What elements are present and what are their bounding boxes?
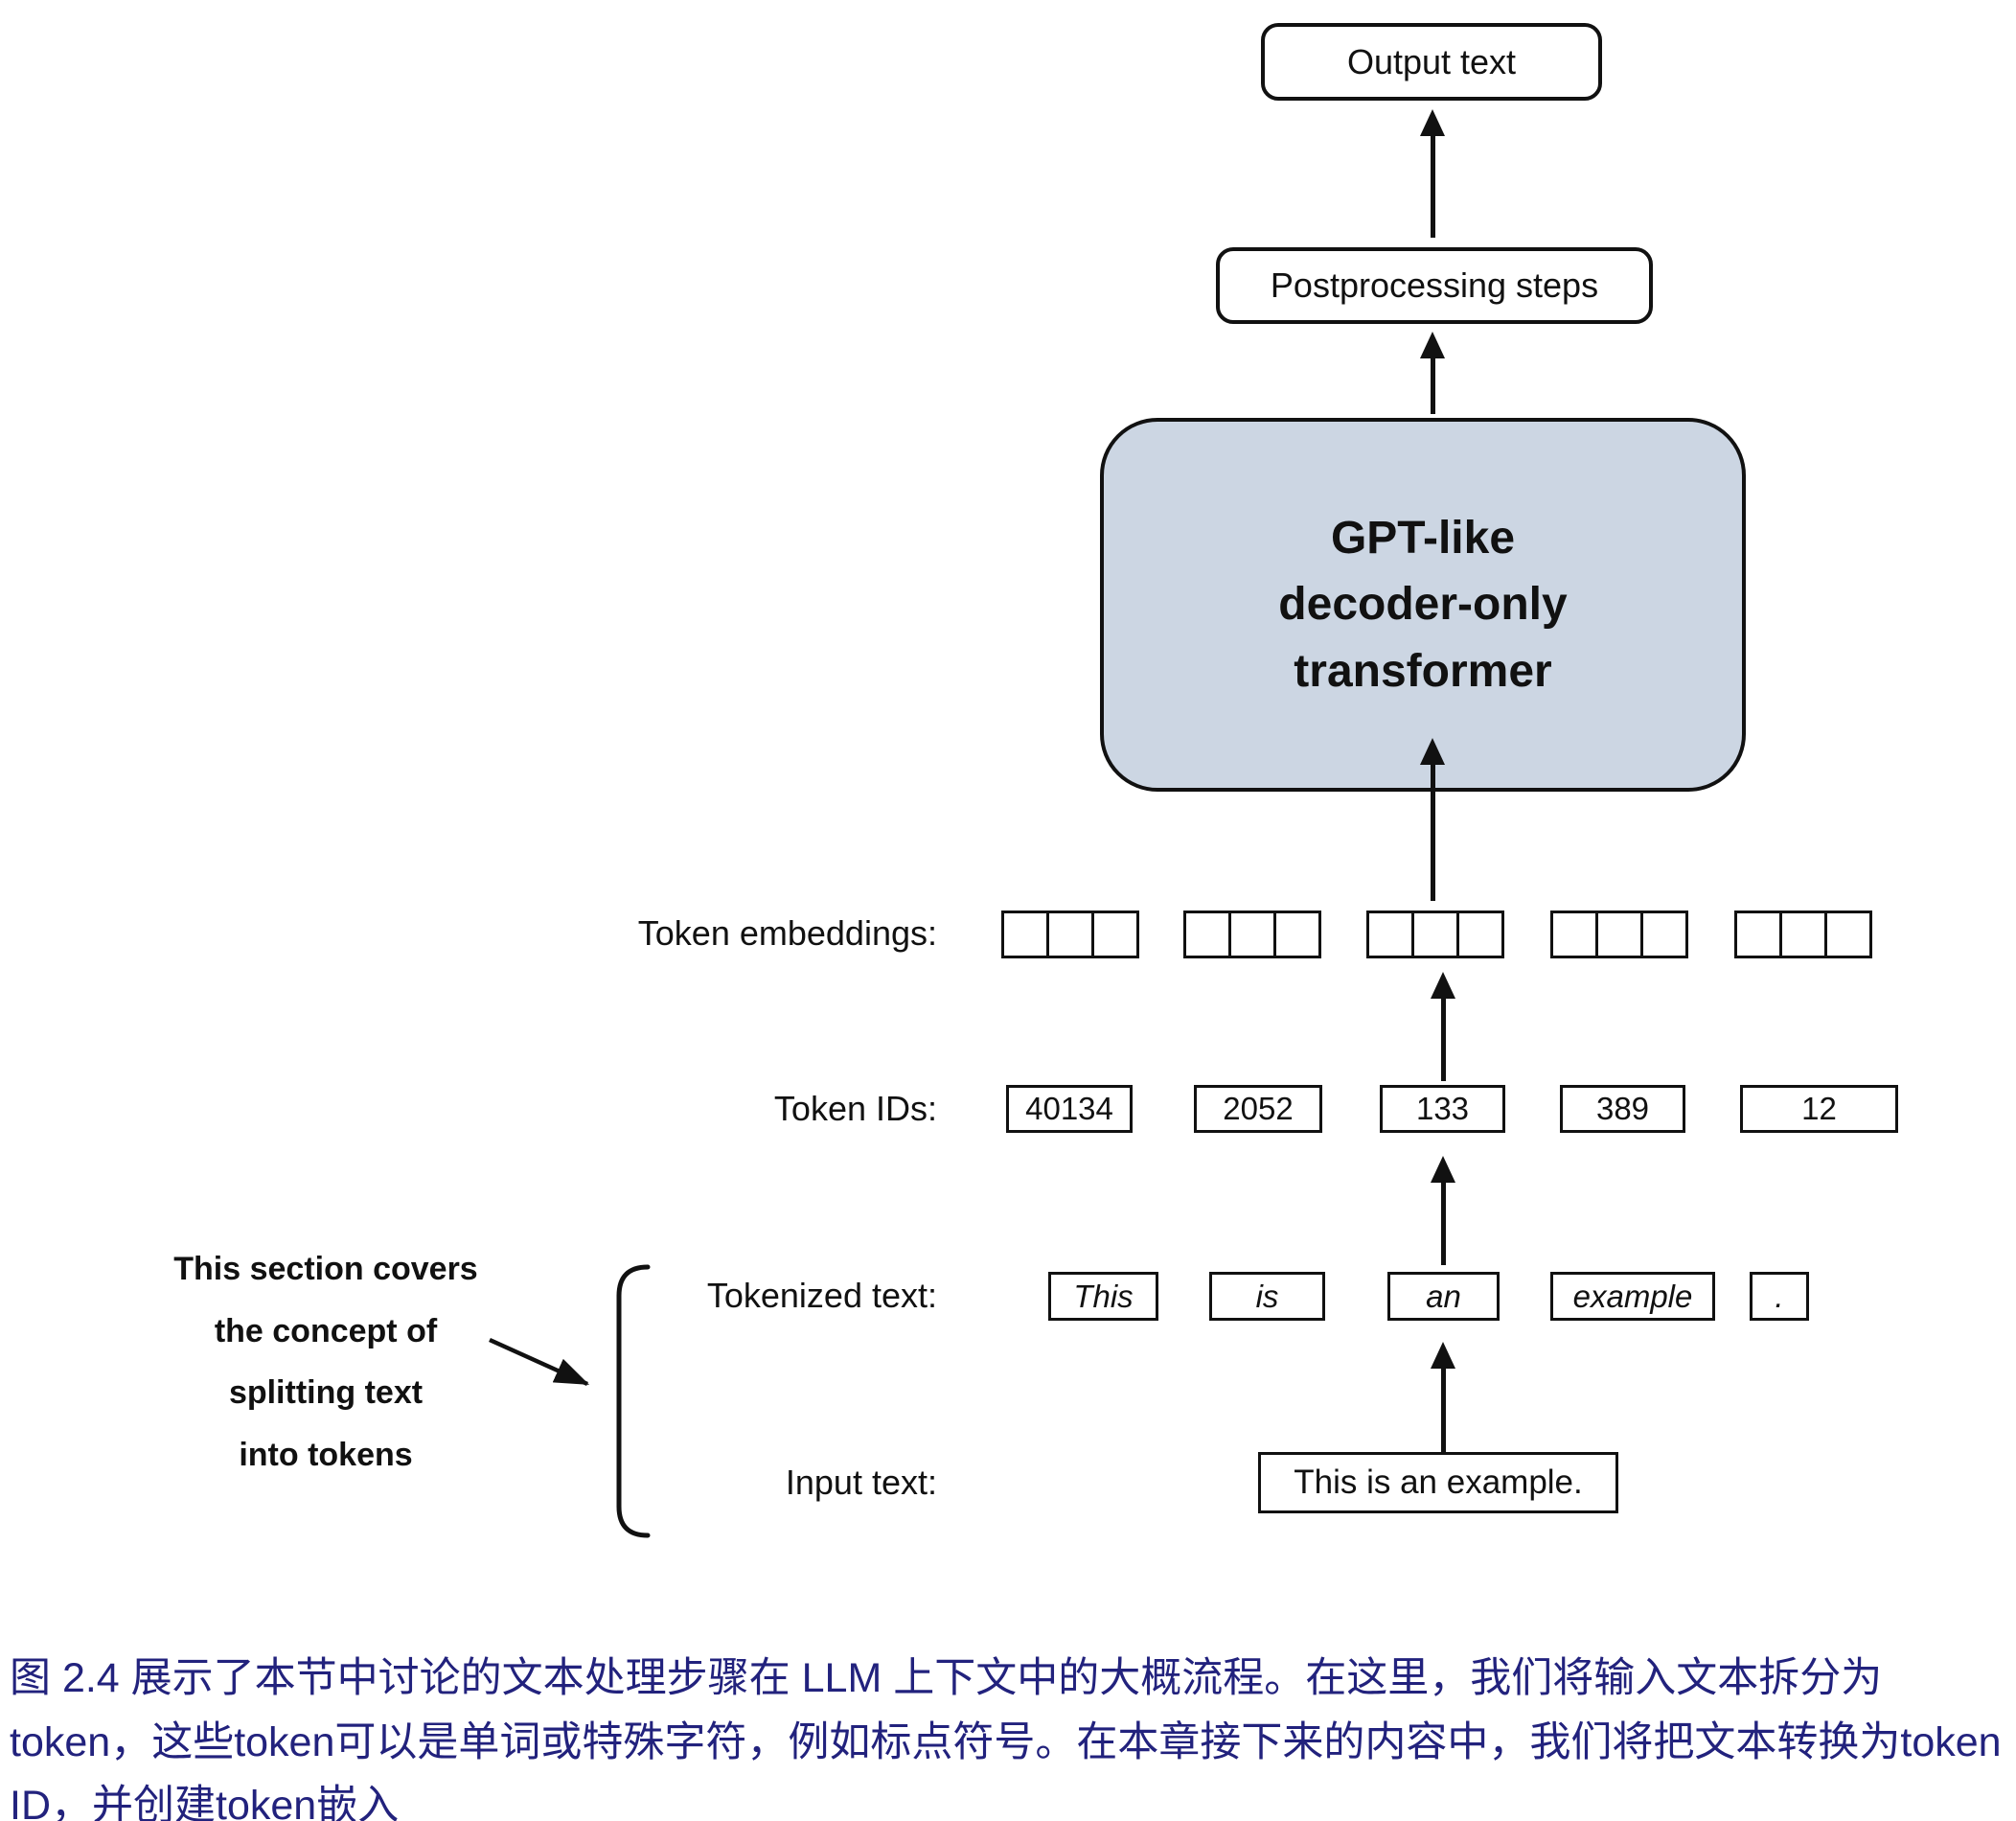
embedding-square	[1779, 910, 1827, 958]
postprocessing-label: Postprocessing steps	[1270, 265, 1599, 305]
annotation-text: This section covers the concept of split…	[115, 1238, 537, 1486]
token-id-box: 133	[1380, 1085, 1505, 1133]
embedding-square	[1366, 910, 1414, 958]
token-embeddings-label: Token embeddings:	[637, 913, 937, 953]
token-box: example	[1550, 1272, 1715, 1321]
transformer-line: GPT-like	[1330, 512, 1516, 564]
arrow-up-icon	[1419, 109, 1446, 238]
embedding-group	[1734, 910, 1872, 958]
embedding-square	[1001, 910, 1049, 958]
token-id-box: 2052	[1194, 1085, 1322, 1133]
output-text-label: Output text	[1346, 41, 1517, 81]
annotation-line: splitting text	[228, 1374, 424, 1412]
embedding-square	[1091, 910, 1139, 958]
token-box: .	[1750, 1272, 1809, 1321]
embedding-square	[1411, 910, 1459, 958]
arrow-shaft	[1430, 351, 1435, 414]
embedding-group	[1001, 910, 1139, 958]
token-id-box: 389	[1560, 1085, 1685, 1133]
input-text-value: This is an example.	[1294, 1464, 1583, 1501]
output-text-box: Output text	[1261, 23, 1602, 101]
brace-icon	[616, 1264, 651, 1538]
embedding-square	[1824, 910, 1872, 958]
annotation-line: into tokens	[239, 1436, 413, 1473]
input-text-label: Input text:	[785, 1463, 937, 1502]
figure-caption: 图 2.4 展示了本节中讨论的文本处理步骤在 LLM 上下文中的大概流程。在这里…	[10, 1655, 2002, 1821]
arrow-up-icon	[1430, 1156, 1456, 1265]
arrow-up-icon	[1430, 972, 1456, 1081]
arrow-shaft	[1430, 757, 1435, 901]
arrow-shaft	[1440, 1361, 1446, 1452]
token-id-box: 40134	[1006, 1085, 1133, 1133]
token-box: is	[1209, 1272, 1325, 1321]
embedding-group	[1366, 910, 1504, 958]
embedding-square	[1640, 910, 1688, 958]
annotation-line: the concept of	[214, 1312, 438, 1349]
token-ids-label: Token IDs:	[773, 1089, 937, 1128]
embedding-square	[1550, 910, 1598, 958]
token-box: This	[1048, 1272, 1158, 1321]
annotation-arrow-icon	[489, 1337, 590, 1387]
embedding-square	[1734, 910, 1782, 958]
embedding-square	[1595, 910, 1643, 958]
embedding-group	[1183, 910, 1321, 958]
embedding-square	[1183, 910, 1231, 958]
token-id-box: 12	[1740, 1085, 1898, 1133]
embedding-group	[1550, 910, 1688, 958]
tokenized-text-label: Tokenized text:	[706, 1276, 937, 1315]
arrow-up-icon	[1419, 738, 1446, 901]
token-box: an	[1387, 1272, 1500, 1321]
arrow-up-icon	[1430, 1342, 1456, 1452]
embedding-square	[1273, 910, 1321, 958]
embedding-square	[1228, 910, 1276, 958]
arrow-shaft	[1430, 128, 1435, 238]
postprocessing-box: Postprocessing steps	[1216, 247, 1653, 324]
embedding-square	[1046, 910, 1094, 958]
arrow-up-icon	[1419, 332, 1446, 414]
arrow-shaft	[1440, 1175, 1446, 1265]
input-text-box: This is an example.	[1258, 1452, 1618, 1513]
transformer-box: GPT-like decoder-only transformer	[1100, 418, 1746, 792]
arrow-shaft	[1440, 991, 1446, 1081]
transformer-line: transformer	[1294, 645, 1552, 697]
transformer-line: decoder-only	[1278, 579, 1568, 631]
embedding-square	[1456, 910, 1504, 958]
annotation-line: This section covers	[173, 1251, 478, 1287]
